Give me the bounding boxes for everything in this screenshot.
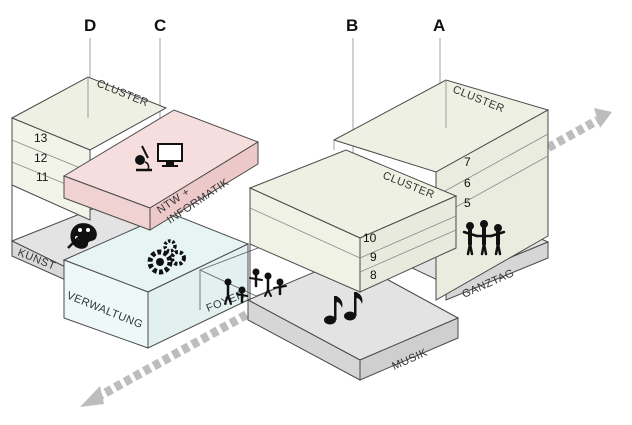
family-icon (462, 220, 506, 256)
level-d-0: 13 (34, 131, 48, 145)
letter-d: D (84, 16, 96, 35)
volume-musik (246, 257, 460, 381)
level-d-1: 12 (34, 151, 48, 165)
level-a-1: 6 (464, 176, 471, 190)
level-a-0: 7 (464, 155, 471, 169)
letter-b: B (346, 16, 358, 35)
level-b-1: 9 (370, 250, 377, 264)
level-numbers-d: 13 12 11 (34, 131, 49, 184)
level-d-2: 11 (36, 170, 49, 184)
palette-icon (67, 223, 97, 249)
arrow-head-right (594, 108, 612, 128)
volume-verwaltung (62, 212, 250, 349)
level-b-0: 10 (363, 231, 377, 245)
letter-labels: D C B A (84, 16, 445, 35)
level-b-2: 8 (370, 268, 377, 282)
letter-a: A (433, 16, 445, 35)
gears-icon (147, 239, 186, 275)
people-icon (224, 268, 287, 305)
level-numbers-a: 7 6 5 (464, 155, 471, 210)
letter-c: C (154, 16, 166, 35)
computer-monitor-icon (157, 143, 183, 167)
music-notes-icon (324, 292, 363, 325)
arrow-head-left (80, 386, 104, 407)
level-a-2: 5 (464, 196, 471, 210)
volume-cluster-a (332, 79, 550, 301)
level-numbers-b: 10 9 8 (363, 231, 377, 282)
microscope-icon (135, 145, 152, 172)
volume-cluster-b (248, 149, 458, 300)
